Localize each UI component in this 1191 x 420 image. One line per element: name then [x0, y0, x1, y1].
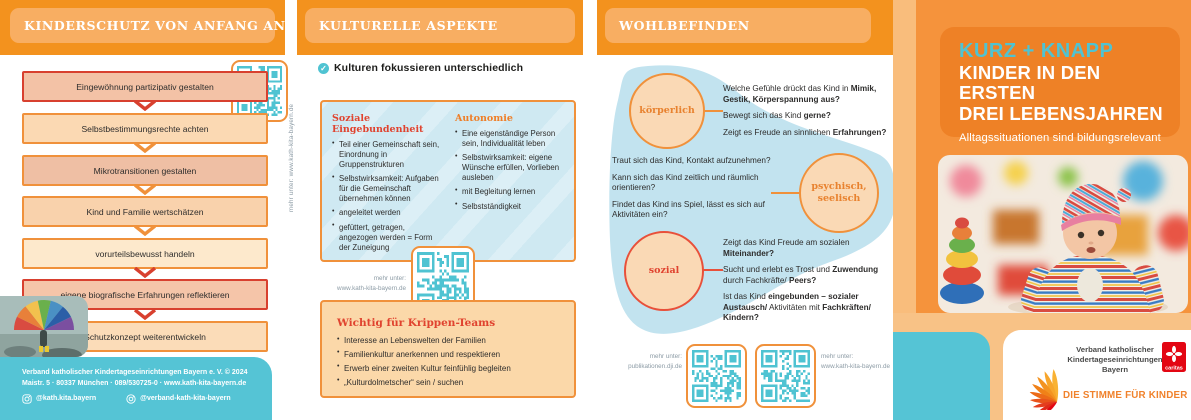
qr-caption-vertical: mehr unter: www.kath-kita-bayern.de: [288, 103, 295, 212]
panel3-header-band: WOHLBEFINDEN: [597, 0, 893, 55]
qr-code-publikationen: [686, 344, 747, 408]
baby-photo: [938, 155, 1188, 313]
imprint-line2: Maistr. 5 · 80337 München · 089/530725-0…: [22, 379, 247, 387]
bullet-item: „Kulturdolmetscher“ sein / suchen: [337, 377, 564, 388]
flow-box-mikrotransitionen: Mikrotransitionen gestalten: [22, 155, 268, 186]
cover-title-block: KURZ + KNAPP KINDER IN DEN ERSTEN DREI L…: [940, 27, 1180, 144]
culture-comparison-box: Soziale Eingebundenheit Teil einer Gemei…: [320, 100, 576, 262]
umbrella-illustration: [0, 296, 88, 357]
cover-left-stripe: [893, 0, 916, 313]
bullet-item: Familienkultur anerkennen und respektier…: [337, 349, 564, 360]
qr-code-kath-kita: [755, 344, 816, 408]
cover-title-line1: KINDER IN DEN ERSTEN: [959, 62, 1101, 104]
qr-caption: mehr unter: publikationen.dji.de: [628, 353, 682, 370]
baby-illustration: [938, 155, 1188, 313]
question: Kann sich das Kind zeitlich und räumlich…: [612, 172, 759, 193]
social-handles: @kath.kita.bayern @verband-kath-kita-bay…: [22, 394, 264, 404]
bullet-item: angeleitet werden: [332, 208, 443, 218]
publisher-logo-card: Verband katholischer Kindertageseinricht…: [1003, 330, 1191, 420]
bullet-item: Selbstwirksamkeit: Aufgaben für die Geme…: [332, 174, 443, 204]
flow-box-eingewoehnung: Eingewöhnung partizipativ gestalten: [22, 71, 268, 102]
culture-statement: ✓ Kulturen fokussieren unterschiedlich: [318, 62, 523, 74]
panel1-header-band: KINDERSCHUTZ VON ANFANG AN: [0, 0, 285, 55]
chevron-down-icon: [133, 225, 157, 236]
connector-line: [703, 110, 723, 112]
caritas-logo-icon: caritas: [1162, 342, 1186, 372]
bullet-item: mit Begleitung lernen: [455, 187, 566, 197]
umbrella-photo: [0, 296, 88, 357]
panel1-title: KINDERSCHUTZ VON ANFANG AN: [24, 18, 286, 33]
instagram-handle-1: @kath.kita.bayern: [22, 394, 96, 404]
circle-sozial: sozial: [624, 231, 704, 311]
instagram-handle-2: @verband-kath-kita-bayern: [126, 394, 231, 404]
question: Findet das Kind ins Spiel, lässt es sich…: [612, 199, 765, 220]
bullet-item: Selbstständigkeit: [455, 201, 566, 212]
circle-psychisch-seelisch: psychisch, seelisch: [799, 153, 879, 233]
publisher-tagline: DIE STIMME FÜR KINDER: [1063, 390, 1188, 401]
bullet-item: Teil einer Gemeinschaft sein, Einordnung…: [332, 140, 443, 170]
chevron-down-icon: [133, 309, 157, 320]
question: Bewegt sich das Kind gerne?: [723, 111, 831, 120]
questions-sozial: Zeigt das Kind Freude am sozialen Mitein…: [723, 238, 895, 330]
questions-psychisch: Traut sich das Kind, Kontakt aufzunehmen…: [612, 156, 774, 227]
qr-caption: mehr unter: www.kath-kita-bayern.de: [821, 353, 890, 370]
question: Zeigt das Kind Freude am sozialen Mitein…: [723, 238, 850, 258]
chevron-down-icon: [133, 100, 157, 111]
bullet-list: Interesse an Lebenswelten der Familien F…: [337, 335, 564, 388]
instagram-circle-icon: [126, 394, 136, 404]
imprint-footer: Verband katholischer Kindertageseinricht…: [0, 357, 272, 420]
krippen-box-heading: Wichtig für Krippen-Teams: [337, 317, 496, 329]
caritas-wordmark: caritas: [1165, 366, 1183, 372]
qr-caption: mehr unter: www.kath-kita-bayern.de: [337, 275, 406, 292]
check-icon: ✓: [318, 62, 329, 74]
question: Sucht und erlebt es Trost und Zuwendung …: [723, 265, 879, 285]
question: Zeigt es Freude an sinnlichen Erfahrunge…: [723, 127, 887, 137]
bullet-list: Teil einer Gemeinschaft sein, Einordnung…: [332, 140, 443, 252]
chevron-down-icon: [133, 267, 157, 278]
panel1-header-tab: KINDERSCHUTZ VON ANFANG AN: [10, 8, 285, 43]
cover-title-line2: DREI LEBENSJAHREN: [959, 102, 1163, 124]
cover-subtitle: Alltagssituationen sind bildungsrelevant: [959, 132, 1161, 145]
panel2-title: KULTURELLE ASPEKTE: [319, 18, 498, 33]
connector-line: [771, 192, 799, 194]
imprint-line1: Verband katholischer Kindertageseinricht…: [22, 369, 248, 376]
cover-teal-block: [893, 332, 990, 420]
column-autonomie: Autonomie Eine eigenständige Person sein…: [455, 113, 566, 257]
chevron-down-icon: [133, 142, 157, 153]
bullet-item: Erwerb einer zweiten Kultur feinfühlig b…: [337, 363, 564, 374]
flow-box-wertschaetzen: Kind und Familie wertschätzen: [22, 196, 268, 227]
bullet-item: gefüttert, getragen, angezogen werden = …: [332, 222, 443, 253]
panel3-title: WOHLBEFINDEN: [619, 18, 750, 33]
bullet-item: Interesse an Lebenswelten der Familien: [337, 335, 564, 346]
question: Welche Gefühle drückt das Kind in Mimik,…: [723, 84, 877, 104]
cover-kicker: KURZ + KNAPP: [959, 40, 1114, 62]
panel2-header-tab: KULTURELLE ASPEKTE: [305, 8, 575, 43]
circle-koerperlich: körperlich: [629, 73, 705, 149]
panel3-header-tab: WOHLBEFINDEN: [605, 8, 871, 43]
bullet-item: Eine eigenständige Person sein, Individu…: [455, 129, 566, 149]
flow-box-vorurteilsbewusst: vorurteilsbewusst handeln: [22, 238, 268, 269]
question: Traut sich das Kind, Kontakt aufzunehmen…: [612, 156, 771, 165]
bullet-list: Eine eigenständige Person sein, Individu…: [455, 129, 566, 212]
culture-statement-text: Kulturen fokussieren unterschiedlich: [334, 62, 524, 74]
column-soziale-eingebundenheit: Soziale Eingebundenheit Teil einer Gemei…: [332, 113, 443, 257]
publisher-name: Verband katholischer Kindertageseinricht…: [1067, 345, 1163, 374]
verband-fan-logo-icon: [1029, 369, 1059, 410]
chevron-down-icon: [133, 184, 157, 195]
culture-columns: Soziale Eingebundenheit Teil einer Gemei…: [322, 102, 574, 257]
question: Ist das Kind eingebunden – sozialer Aust…: [723, 292, 871, 322]
panel2-header-band: KULTURELLE ASPEKTE: [297, 0, 583, 55]
connector-line: [702, 269, 723, 271]
bullet-item: Selbstwirksamkeit: eigene Wünsche erfüll…: [455, 153, 566, 183]
questions-koerperlich: Welche Gefühle drückt das Kind in Mimik,…: [723, 84, 895, 144]
instagram-icon: [22, 394, 32, 404]
column-heading: Soziale Eingebundenheit: [332, 113, 424, 135]
krippen-teams-box: Wichtig für Krippen-Teams Interesse an L…: [320, 300, 576, 398]
column-heading: Autonomie: [455, 113, 513, 124]
flow-box-selbstbestimmung: Selbstbestimmungsrechte achten: [22, 113, 268, 144]
